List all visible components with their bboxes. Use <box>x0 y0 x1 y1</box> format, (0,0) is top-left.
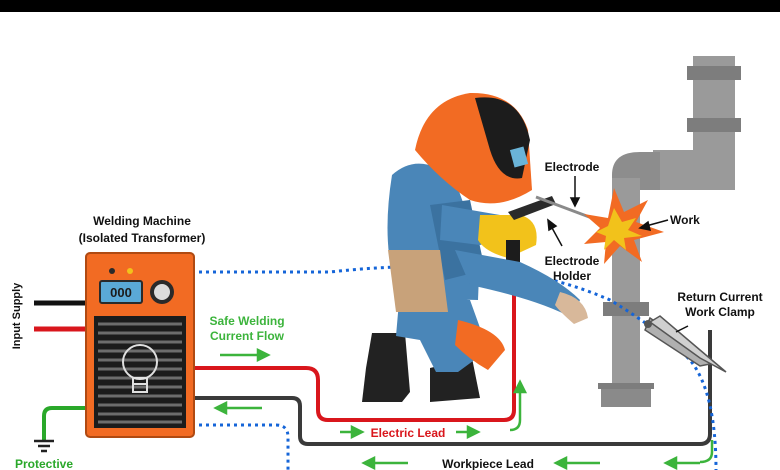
welder-figure <box>362 92 588 402</box>
knob-icon[interactable] <box>150 280 174 304</box>
current-flow-path-bottom <box>192 423 290 470</box>
electrode-holder-label-line2: Holder <box>553 269 591 283</box>
welding-machine <box>85 252 195 438</box>
input-supply-label: Input Supply <box>11 282 23 349</box>
flow-arrows <box>213 347 714 470</box>
top-bar <box>0 0 780 12</box>
return-clamp-label-line1: Return Current <box>677 290 762 304</box>
lightbulb-icon <box>122 344 158 393</box>
return-current-clamp <box>644 315 727 373</box>
label-pointers <box>547 176 689 333</box>
electrode-holder-label-line1: Electrode <box>545 254 600 268</box>
work-label: Work <box>670 213 700 227</box>
machine-subtitle-label: (Isolated Transformer) <box>79 231 206 245</box>
ground-wire <box>42 406 90 440</box>
indicator-light-right <box>127 268 133 274</box>
display-panel <box>99 280 143 304</box>
machine-title-label: Welding Machine <box>93 214 191 228</box>
electric-lead <box>190 268 516 422</box>
display-value: 000 <box>110 285 132 300</box>
ground-icon <box>34 439 54 453</box>
boot-left <box>362 333 410 402</box>
workpiece-lead-label: Workpiece Lead <box>442 457 534 470</box>
spark-icon <box>584 188 664 264</box>
indicator-light-left <box>109 268 115 274</box>
electric-lead-label: Electric Lead <box>371 426 446 440</box>
protective-label: Protective <box>15 457 73 470</box>
safe-flow-label-line2: Current Flow <box>210 329 285 343</box>
return-clamp-label-line2: Work Clamp <box>685 305 755 319</box>
workpiece-lead <box>190 330 712 446</box>
electrode-label: Electrode <box>545 160 600 174</box>
safe-flow-label-line1: Safe Welding <box>209 314 284 328</box>
